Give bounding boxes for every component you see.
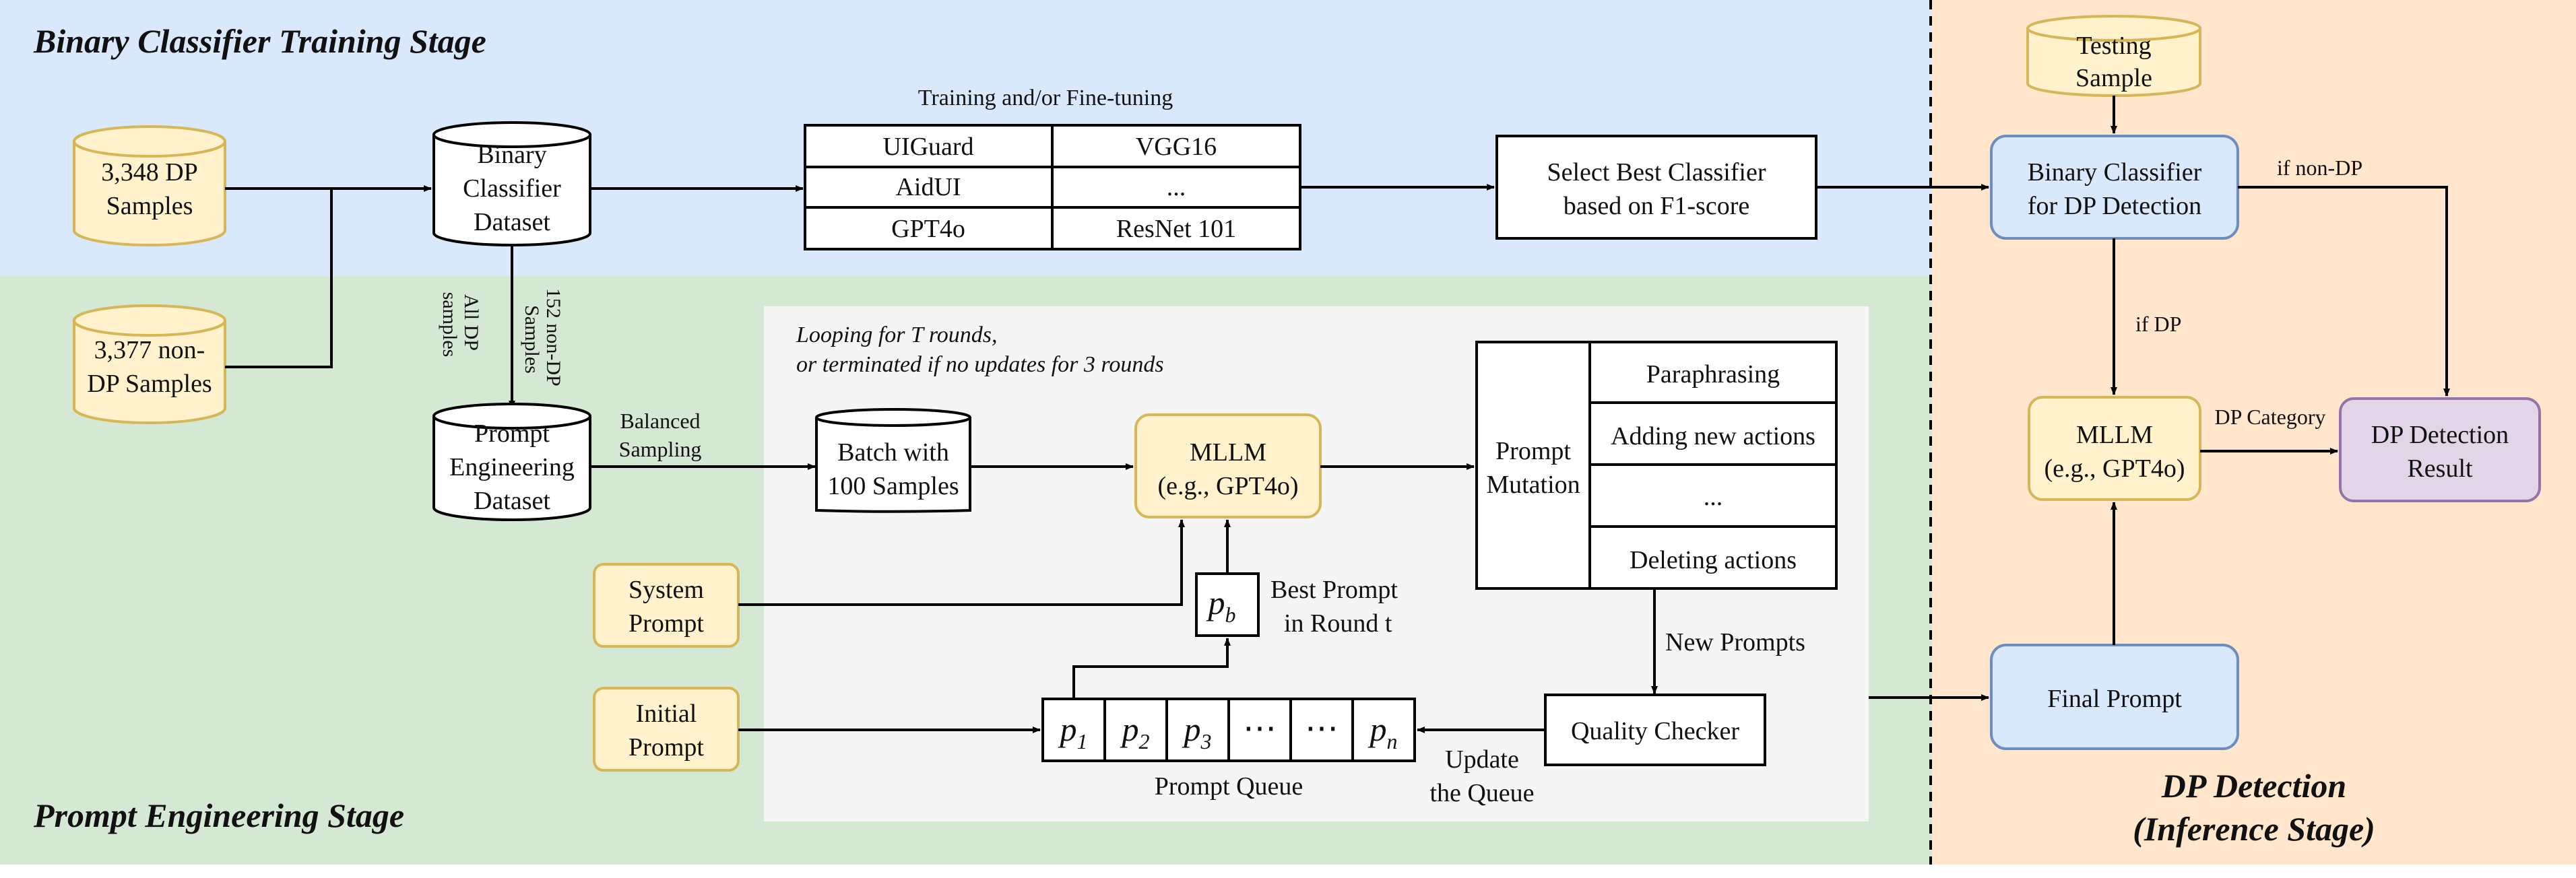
table-cell: GPT4o <box>891 215 965 243</box>
dp-samples-cylinder: 3,348 DP Samples <box>73 125 226 246</box>
svg-text:Batch with: Batch with <box>837 438 949 467</box>
dp-detection-result-box: DP Detection Result <box>2339 397 2541 502</box>
inference-stage-title: DP Detection <box>2161 767 2346 805</box>
all-dp-label: All DP samples <box>439 292 482 358</box>
svg-text:for DP Detection: for DP Detection <box>2028 192 2201 220</box>
table-cell: VGG16 <box>1136 133 1217 161</box>
svg-text:based on F1-score: based on F1-score <box>1564 192 1749 220</box>
balanced-sampling-label: Balanced <box>620 409 700 433</box>
quality-checker-box: Quality Checker <box>1544 694 1766 766</box>
mutation-label: Prompt <box>1495 437 1571 465</box>
svg-text:DP Samples: DP Samples <box>87 370 212 398</box>
loop-note: Looping for T rounds, <box>796 323 998 347</box>
svg-text:Prompt: Prompt <box>629 609 704 638</box>
svg-text:MLLM: MLLM <box>1190 438 1266 467</box>
table-cell: ResNet 101 <box>1116 215 1236 243</box>
svg-text:Mutation: Mutation <box>1486 471 1580 499</box>
svg-text:Binary Classifier: Binary Classifier <box>2028 158 2202 187</box>
svg-text:Sampling: Sampling <box>619 437 702 461</box>
svg-text:System: System <box>629 576 704 604</box>
prompt-engineering-dataset-cylinder: Prompt Engineering Dataset <box>432 403 591 521</box>
svg-text:Samples: Samples <box>106 192 193 220</box>
svg-text:Engineering: Engineering <box>449 453 575 481</box>
if-non-dp-label: if non-DP <box>2277 156 2362 180</box>
svg-text:Prompt: Prompt <box>474 419 550 448</box>
svg-text:pb: pb <box>1206 584 1236 627</box>
svg-text:(e.g., GPT4o): (e.g., GPT4o) <box>2044 454 2185 483</box>
svg-text:100 Samples: 100 Samples <box>827 472 959 500</box>
table-caption: Training and/or Fine-tuning <box>918 86 1173 110</box>
queue-item: ⋯ <box>1305 709 1339 747</box>
queue-item: p2 <box>1120 710 1150 753</box>
best-prompt-label: Best Prompt <box>1270 576 1398 604</box>
initial-prompt-box: Initial Prompt <box>593 687 740 772</box>
non-dp-152-label: 152 non-DP Samples <box>521 288 565 391</box>
svg-text:Initial: Initial <box>636 700 697 728</box>
svg-text:Quality Checker: Quality Checker <box>1571 717 1739 745</box>
prompt-mutation-table: Prompt Mutation Paraphrasing Adding new … <box>1475 341 1838 590</box>
queue-item: p3 <box>1182 710 1212 753</box>
table-cell: UIGuard <box>882 133 973 161</box>
svg-text:Testing: Testing <box>2076 32 2151 60</box>
svg-text:Select Best Classifier: Select Best Classifier <box>1547 158 1766 187</box>
mutation-op: Deleting actions <box>1630 546 1797 574</box>
queue-item: pn <box>1368 710 1398 753</box>
queue-item: p1 <box>1058 710 1088 753</box>
prompt-queue: p1 p2 p3 ⋯ ⋯ pn <box>1041 698 1416 762</box>
svg-text:MLLM: MLLM <box>2076 421 2153 449</box>
mutation-op: Adding new actions <box>1611 422 1815 450</box>
dp-category-label: DP Category <box>2214 405 2325 429</box>
training-stage-title: Binary Classifier Training Stage <box>33 22 486 60</box>
inference-stage-title-sub: (Inference Stage) <box>2133 810 2375 848</box>
prompt-stage-title: Prompt Engineering Stage <box>33 797 404 834</box>
mutation-op: ... <box>1704 483 1723 511</box>
svg-text:Dataset: Dataset <box>474 487 550 515</box>
table-cell: ... <box>1167 173 1186 201</box>
svg-text:3,377 non-: 3,377 non- <box>94 336 205 364</box>
svg-text:the Queue: the Queue <box>1429 779 1534 807</box>
svg-text:(e.g., GPT4o): (e.g., GPT4o) <box>1158 472 1299 500</box>
prompt-queue-label: Prompt Queue <box>1155 772 1303 801</box>
svg-text:DP Detection: DP Detection <box>2371 421 2509 449</box>
select-best-classifier-box: Select Best Classifier based on F1-score <box>1495 135 1817 240</box>
system-prompt-box: System Prompt <box>593 563 740 648</box>
if-dp-label: if DP <box>2135 312 2181 336</box>
binary-classifier-dataset-cylinder: Binary Classifier Dataset <box>432 121 591 246</box>
binary-classifier-dp-box: Binary Classifier for DP Detection <box>1990 135 2239 240</box>
svg-text:3,348 DP: 3,348 DP <box>101 158 198 187</box>
update-queue-label: Update <box>1445 745 1519 774</box>
svg-text:or terminated if no updates fo: or terminated if no updates for 3 rounds <box>796 352 1164 377</box>
svg-text:Prompt: Prompt <box>629 733 704 762</box>
svg-text:Binary: Binary <box>477 141 546 169</box>
testing-sample-cylinder: Testing Sample <box>2026 15 2201 97</box>
best-prompt-box: pb <box>1195 572 1260 637</box>
svg-text:Dataset: Dataset <box>474 208 550 236</box>
svg-text:Classifier: Classifier <box>463 174 561 203</box>
svg-text:Sample: Sample <box>2075 64 2152 92</box>
svg-text:Final Prompt: Final Prompt <box>2047 685 2182 713</box>
svg-text:Result: Result <box>2407 454 2473 483</box>
inference-mllm-box: MLLM (e.g., GPT4o) <box>2028 396 2201 501</box>
non-dp-samples-cylinder: 3,377 non- DP Samples <box>73 304 226 424</box>
svg-text:in Round t: in Round t <box>1284 609 1392 638</box>
final-prompt-box: Final Prompt <box>1990 644 2239 750</box>
mutation-op: Paraphrasing <box>1646 360 1780 389</box>
batch-cylinder: Batch with 100 Samples <box>815 408 971 513</box>
table-cell: AidUI <box>895 173 961 201</box>
queue-item: ⋯ <box>1243 709 1277 747</box>
new-prompts-label: New Prompts <box>1665 628 1805 656</box>
classifier-table: UIGuard VGG16 AidUI ... GPT4o ResNet 101 <box>804 124 1301 250</box>
mllm-box: MLLM (e.g., GPT4o) <box>1134 413 1322 518</box>
